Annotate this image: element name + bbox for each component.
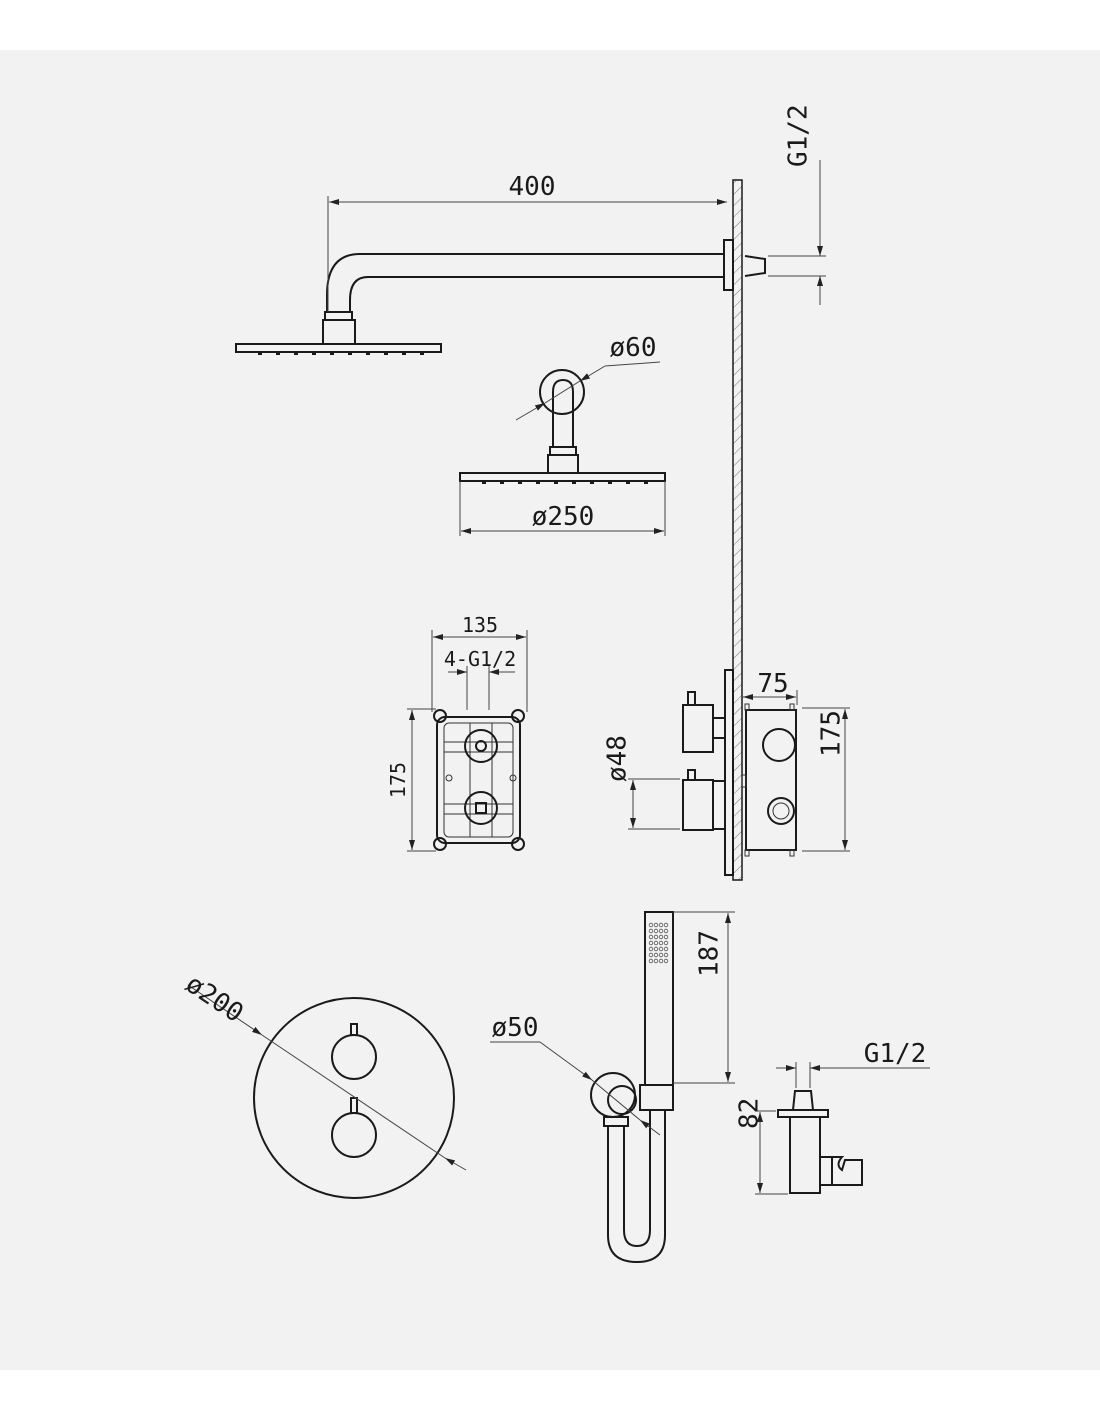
- outlet-thread-label: G1/2: [864, 1039, 927, 1069]
- box-depth-label: 75: [757, 669, 788, 699]
- shower-arm-side-view: [235, 239, 766, 355]
- dimension-box-height-front: 175: [386, 708, 436, 852]
- dimension-outlet-height: 82: [734, 1098, 788, 1195]
- dimension-outlet-thread: G1/2: [776, 1039, 930, 1088]
- concealed-box-side-view: [682, 669, 797, 876]
- head-diameter-label: ø250: [532, 502, 595, 532]
- flange-diameter-label: ø60: [610, 333, 657, 363]
- dimension-arm-length: 400: [327, 172, 727, 312]
- holder-diameter-label: ø50: [492, 1013, 539, 1043]
- dimension-box-width: 135: [431, 613, 528, 712]
- dimension-box-height-side: 175: [802, 707, 850, 852]
- dimension-wall-thread: G1/2: [768, 104, 826, 305]
- wall-thread-label: G1/2: [784, 104, 814, 167]
- shower-head-front-view: [459, 369, 666, 484]
- box-ports-label: 4-G1/2: [444, 647, 516, 671]
- dimension-hand-shower-length: 187: [673, 911, 735, 1084]
- drawing-background: [0, 50, 1100, 1370]
- wall-section: [732, 179, 743, 881]
- box-height-side-label: 175: [817, 710, 847, 757]
- wall-outlet-holder: [777, 1090, 863, 1194]
- box-width-label: 135: [462, 613, 498, 637]
- dimension-knob-diameter: ø48: [603, 735, 680, 830]
- knob-diameter-label: ø48: [603, 735, 633, 782]
- arm-length-label: 400: [509, 172, 556, 202]
- hand-shower-kit: [590, 911, 674, 1264]
- concealed-box-front-view: [433, 709, 525, 851]
- dimension-box-ports: 4-G1/2: [444, 647, 516, 710]
- dimension-flange-diameter: ø60: [515, 333, 661, 421]
- box-height-front-label: 175: [386, 762, 410, 798]
- dimension-box-depth: 75: [743, 669, 798, 705]
- outlet-height-label: 82: [734, 1098, 764, 1129]
- dimension-head-diameter: ø250: [459, 481, 666, 536]
- thermostat-plate: [253, 997, 455, 1199]
- dimension-holder-diameter: ø50: [490, 1013, 661, 1136]
- hand-shower-length-label: 187: [695, 930, 725, 977]
